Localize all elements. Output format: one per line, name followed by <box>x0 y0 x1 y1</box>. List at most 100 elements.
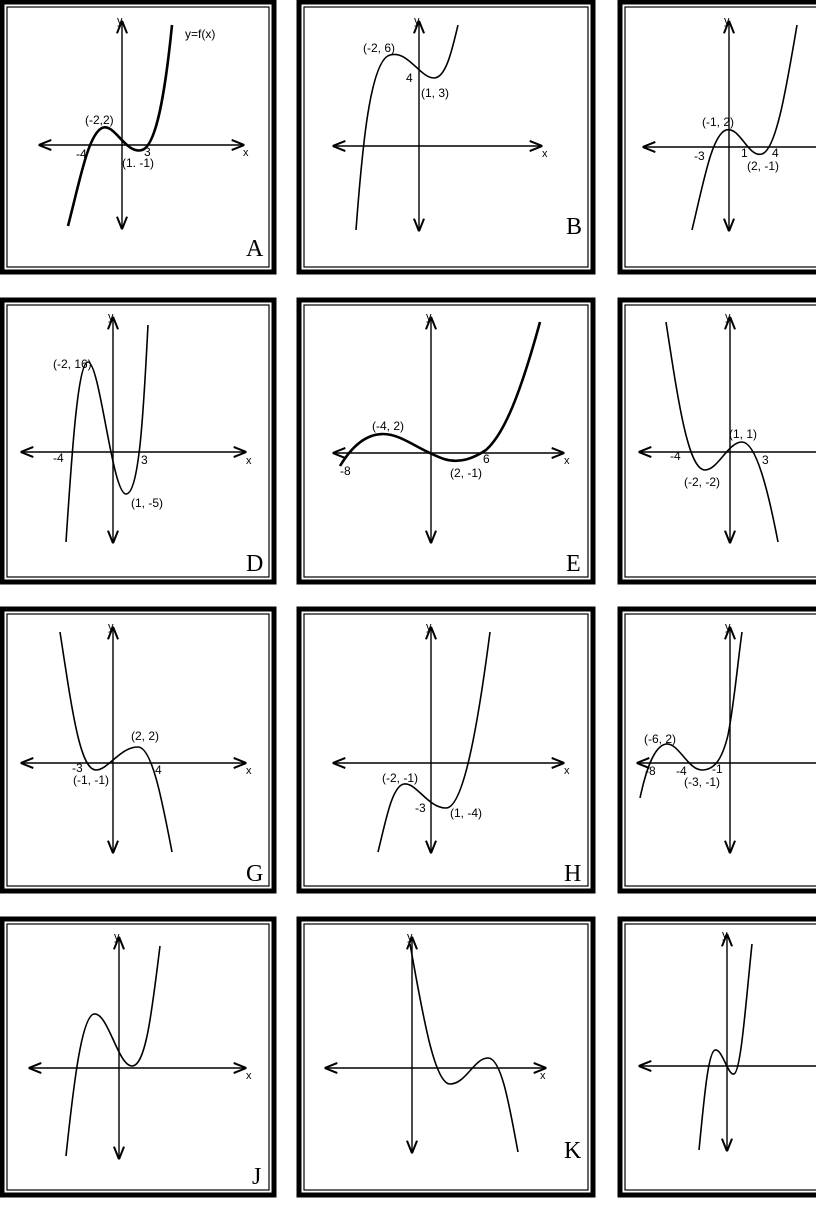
intercept-label: -8 <box>645 764 656 778</box>
point-label: (-2, -1) <box>382 771 418 785</box>
point-label: (1. -1) <box>122 156 154 170</box>
intercept-label: 4 <box>406 71 413 85</box>
point-label: (2, -1) <box>747 159 779 173</box>
y-axis-label: y <box>724 15 730 27</box>
point-label: (-1, 2) <box>702 115 734 129</box>
intercept-label: -3 <box>72 761 83 775</box>
point-label: (-2, -2) <box>684 475 720 489</box>
cubic-curve <box>698 943 753 1151</box>
intercept-label: 6 <box>483 452 490 466</box>
card-l: y <box>617 916 816 1198</box>
card-inner-frame <box>624 6 816 268</box>
point-label: (-3, -1) <box>684 775 720 789</box>
card-letter: D <box>246 551 263 577</box>
intercept-label: -4 <box>670 449 681 463</box>
card-c: y (-1, 2) -3 1 4 (2, -1) <box>617 0 816 275</box>
card-frame <box>617 297 816 585</box>
card-e: x y (-4, 2) -8 6 (2, -1) E <box>296 297 596 585</box>
card-inner-frame <box>624 304 816 578</box>
cubic-curve <box>65 945 161 1157</box>
card-frame <box>296 0 596 275</box>
card-inner-frame <box>624 923 816 1191</box>
card-f: y (1, 1) -4 3 (-2, -2) <box>617 297 816 585</box>
card-inner-frame <box>6 304 270 578</box>
point-label: (-2, 6) <box>363 41 395 55</box>
card-frame <box>617 916 816 1198</box>
x-axis-label: x <box>246 1070 252 1082</box>
point-label: (2, -1) <box>450 466 482 480</box>
card-letter: H <box>564 861 581 887</box>
cubic-curve <box>409 943 519 1153</box>
y-axis-label: y <box>414 15 420 27</box>
y-axis-label: y <box>114 931 120 943</box>
card-i: y (-6, 2) -8 -4 -1 (-3, -1) <box>617 606 816 894</box>
card-inner-frame <box>624 613 816 887</box>
y-axis-label: y <box>108 311 114 323</box>
card-frame <box>296 916 596 1198</box>
card-letter: J <box>252 1164 261 1190</box>
x-axis-label: x <box>542 148 548 160</box>
cubic-curve <box>59 631 173 853</box>
card-frame <box>0 0 277 275</box>
cubic-curve <box>377 631 491 853</box>
point-label: (-4, 2) <box>372 419 404 433</box>
point-label: (1, -4) <box>450 806 482 820</box>
card-inner-frame <box>303 304 589 578</box>
cubic-curve <box>65 324 149 543</box>
x-axis-label: x <box>564 765 570 777</box>
card-g: x y (2, 2) -3 (-1, -1) 4 G <box>0 606 277 894</box>
intercept-label: 4 <box>155 763 162 777</box>
y-axis-label: y <box>426 621 432 633</box>
point-label: (-2, 16) <box>53 357 92 371</box>
intercept-label: -1 <box>712 762 723 776</box>
card-j: x y J <box>0 916 277 1198</box>
y-axis-label: y <box>407 931 413 943</box>
x-axis-label: x <box>246 455 252 467</box>
cubic-curve <box>665 321 779 543</box>
cubic-curve <box>691 24 798 231</box>
y-axis-label: y <box>725 621 731 633</box>
point-label: (-1, -1) <box>73 773 109 787</box>
point-label: (-2,2) <box>85 113 114 127</box>
card-k: x y K <box>296 916 596 1198</box>
y-axis-label: y <box>722 929 728 941</box>
card-frame <box>0 297 277 585</box>
intercept-label: -4 <box>676 764 687 778</box>
intercept-label: -4 <box>53 451 64 465</box>
card-inner-frame <box>6 613 270 887</box>
point-label: (-6, 2) <box>644 732 676 746</box>
card-inner-frame <box>6 6 270 268</box>
card-inner-frame <box>303 613 589 887</box>
x-axis-label: x <box>243 147 249 159</box>
cubic-curve <box>338 321 542 467</box>
y-axis-label: y <box>725 311 731 323</box>
y-axis-label: y <box>426 311 432 323</box>
intercept-label: 1 <box>741 146 748 160</box>
function-label: y=f(x) <box>185 27 215 41</box>
intercept-label: -4 <box>76 147 87 161</box>
card-frame <box>617 0 816 275</box>
intercept-label: 3 <box>762 453 769 467</box>
intercept-label: -3 <box>415 801 426 815</box>
point-label: (1, -5) <box>131 496 163 510</box>
cubic-curve <box>639 631 743 799</box>
x-axis-label: x <box>564 455 570 467</box>
card-d: x y (-2, 16) -4 3 (1, -5) D <box>0 297 277 585</box>
cubic-curve <box>66 24 174 227</box>
card-a: x y y=f(x) (-2,2) -4 3 (1. -1) A <box>0 0 277 275</box>
card-b: x y (-2, 6) 4 (1, 3) B <box>296 0 596 275</box>
card-frame <box>296 606 596 894</box>
card-h: x y (-2, -1) -3 (1, -4) H <box>296 606 596 894</box>
y-axis-label: y <box>108 621 114 633</box>
card-letter: A <box>246 236 264 262</box>
card-frame <box>0 606 277 894</box>
intercept-label: -8 <box>340 464 351 478</box>
card-letter: K <box>564 1138 582 1164</box>
card-frame <box>617 606 816 894</box>
intercept-label: -3 <box>694 149 705 163</box>
card-letter: B <box>566 214 582 240</box>
card-inner-frame <box>303 923 589 1191</box>
intercept-label: 4 <box>772 146 779 160</box>
intercept-label: 3 <box>141 453 148 467</box>
